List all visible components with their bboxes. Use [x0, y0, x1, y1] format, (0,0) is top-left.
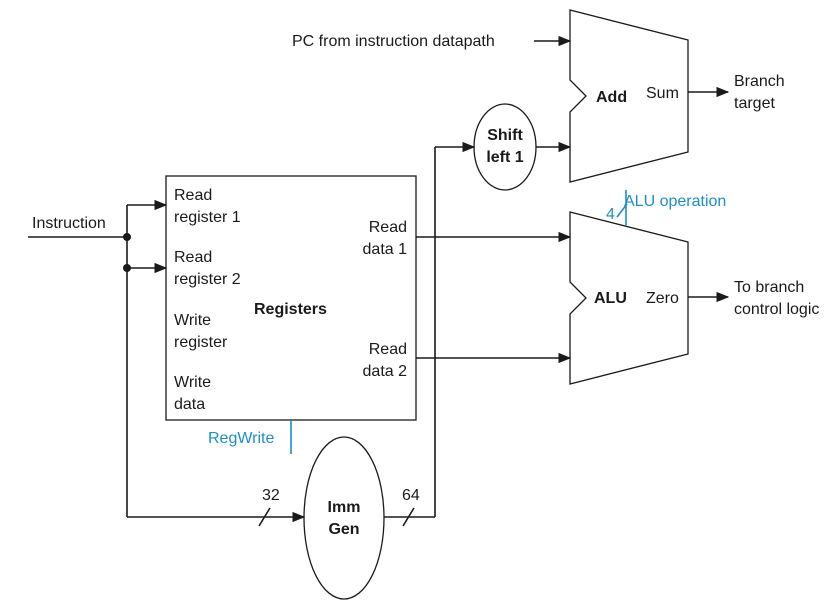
- branch-logic-label-2: control logic: [734, 301, 819, 318]
- read-register-2-label-1: Read: [174, 249, 212, 266]
- alu-shape: [569, 211, 689, 385]
- junction-dot-2: [123, 264, 131, 272]
- write-register-label-2: register: [174, 334, 228, 351]
- registers-block: [165, 175, 417, 421]
- alu-zero-label: Zero: [646, 290, 679, 307]
- read-register-2-label-2: register 2: [174, 271, 241, 288]
- imm-gen-input-slash: [258, 507, 271, 527]
- shift-label-1: Shift: [487, 127, 523, 144]
- read-register-1-label-1: Read: [174, 187, 212, 204]
- read-data-1-label-1: Read: [369, 219, 407, 236]
- instruction-label: Instruction: [32, 215, 106, 232]
- branch-logic-label-1: To branch: [734, 279, 804, 296]
- imm-gen-unit: [303, 436, 385, 600]
- read-data-2-label-1: Read: [369, 341, 407, 358]
- read-data-1-label-2: data 1: [363, 241, 408, 258]
- imm-gen-output-slash: [402, 507, 415, 527]
- adder-label: Add: [596, 89, 627, 106]
- branch-target-label-2: target: [734, 95, 775, 112]
- regwrite-label: RegWrite: [208, 430, 274, 447]
- adder-sum-label: Sum: [646, 85, 679, 102]
- alu-operation-label: ALU operation: [624, 193, 726, 210]
- alu-operation-slash: [616, 203, 628, 218]
- imm-gen-label-1: Imm: [328, 499, 361, 516]
- write-data-label-1: Write: [174, 374, 211, 391]
- read-register-1-label-2: register 1: [174, 209, 241, 226]
- imm-gen-input-width: 32: [262, 487, 280, 504]
- write-register-label-1: Write: [174, 312, 211, 329]
- registers-title: Registers: [254, 301, 327, 318]
- write-data-label-2: data: [174, 396, 205, 413]
- junction-dot-1: [123, 233, 131, 241]
- read-data-2-label-2: data 2: [363, 363, 408, 380]
- shift-left-unit: [473, 103, 537, 191]
- pc-input-label: PC from instruction datapath: [292, 33, 495, 50]
- branch-target-label-1: Branch: [734, 73, 785, 90]
- alu-label: ALU: [594, 290, 627, 307]
- alu-operation-width: 4: [606, 206, 615, 223]
- imm-gen-label-2: Gen: [328, 521, 359, 538]
- shift-label-2: left 1: [486, 149, 523, 166]
- imm-gen-output-width: 64: [402, 487, 420, 504]
